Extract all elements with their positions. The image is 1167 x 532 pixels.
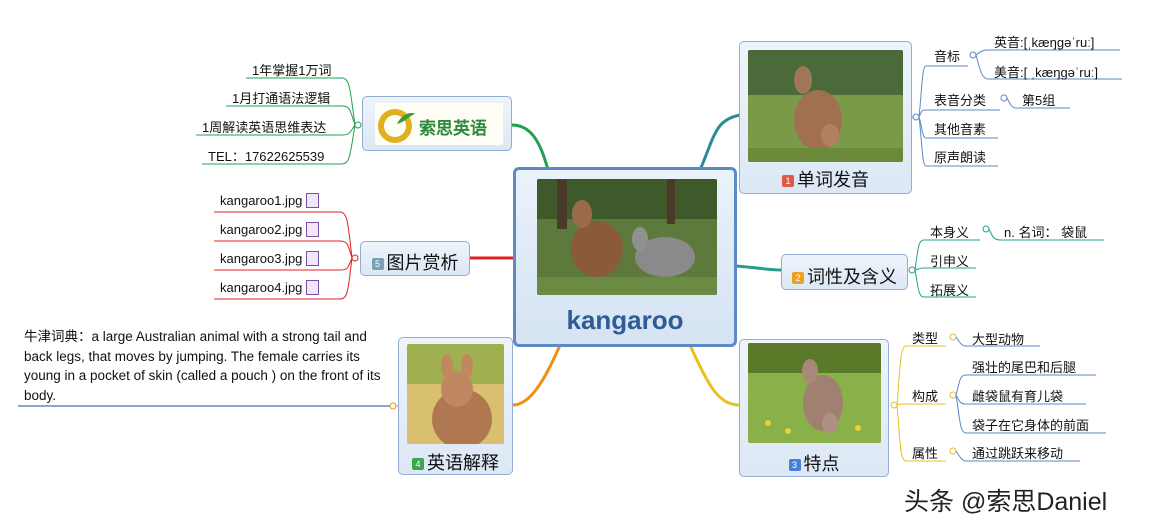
topic-number-badge: 4 — [412, 458, 424, 470]
topic-number-badge: 2 — [792, 272, 804, 284]
us-pronunciation[interactable]: 美音:[ ˌkæŋɡəˈruː] — [994, 62, 1098, 81]
image-file-item[interactable]: kangaroo1.jpg — [220, 193, 319, 208]
kangaroo-with-joey-image — [748, 50, 903, 162]
original-audio[interactable]: 原声朗读 — [934, 147, 986, 166]
image-file-name: kangaroo2.jpg — [220, 222, 302, 237]
image-attachment-icon[interactable] — [306, 251, 319, 266]
image-attachment-icon[interactable] — [306, 222, 319, 237]
feature-type-label: 类型 — [912, 328, 938, 347]
literal-meaning-value: n. 名词： 袋鼠 — [1004, 222, 1087, 241]
kangaroo-pair-image — [537, 179, 717, 295]
brand-logo-text: 索思英语 — [419, 114, 487, 139]
topic-pronunciation-label: 单词发音 — [797, 170, 869, 190]
feature-structure-value: 雌袋鼠有育儿袋 — [972, 386, 1063, 405]
image-attachment-icon[interactable] — [306, 193, 319, 208]
central-topic[interactable]: kangaroo — [513, 167, 737, 347]
brand-logo-icon — [377, 104, 417, 144]
feature-type-value: 大型动物 — [972, 329, 1024, 348]
brand-logo: 索思英语 — [375, 103, 503, 145]
topic-english-explanation-label: 英语解释 — [427, 453, 499, 473]
ad-line: 1年掌握1万词 — [252, 60, 331, 79]
feature-attribute-label: 属性 — [912, 443, 938, 462]
contact-phone: TEL：17622625539 — [208, 146, 324, 165]
image-file-item[interactable]: kangaroo2.jpg — [220, 222, 319, 237]
topic-image-gallery-label: 图片赏析 — [387, 253, 459, 273]
central-topic-title: kangaroo — [516, 305, 734, 336]
topic-number-badge: 1 — [782, 175, 794, 187]
feature-attribute-value: 通过跳跃来移动 — [972, 443, 1063, 462]
feature-structure-label: 构成 — [912, 386, 938, 405]
image-file-item[interactable]: kangaroo3.jpg — [220, 251, 319, 266]
kangaroo-portrait-image — [407, 344, 504, 444]
topic-features-label: 特点 — [804, 454, 840, 474]
expanded-meaning[interactable]: 拓展义 — [930, 280, 969, 299]
image-file-name: kangaroo3.jpg — [220, 251, 302, 266]
phonetic-category-label: 表音分类 — [934, 90, 986, 109]
image-file-name: kangaroo1.jpg — [220, 193, 302, 208]
literal-meaning-label: 本身义 — [930, 222, 969, 241]
watermark: 头条 @索思Daniel — [904, 482, 1107, 518]
ad-line: 1月打通语法逻辑 — [232, 88, 330, 107]
feature-structure-value: 袋子在它身体的前面 — [972, 415, 1089, 434]
kangaroo-in-field-image — [748, 343, 881, 443]
ad-line: 1周解读英语思维表达 — [202, 117, 326, 136]
oxford-definition: 牛津词典：a large Australian animal with a st… — [24, 327, 384, 405]
other-phonemes[interactable]: 其他音素 — [934, 119, 986, 138]
image-attachment-icon[interactable] — [306, 280, 319, 295]
extended-meaning[interactable]: 引申义 — [930, 251, 969, 270]
topic-number-badge: 5 — [372, 258, 384, 270]
image-file-name: kangaroo4.jpg — [220, 280, 302, 295]
image-file-item[interactable]: kangaroo4.jpg — [220, 280, 319, 295]
uk-pronunciation[interactable]: 英音:[ˌkæŋɡəˈruː] — [994, 32, 1094, 51]
phonetic-label: 音标 — [934, 46, 960, 65]
topic-number-badge: 3 — [789, 459, 801, 471]
brand-logo-node[interactable]: 索思英语 — [362, 96, 512, 151]
feature-structure-value: 强壮的尾巴和后腿 — [972, 357, 1076, 376]
topic-meaning-label: 词性及含义 — [807, 267, 897, 287]
phonetic-category-value: 第5组 — [1022, 90, 1055, 109]
